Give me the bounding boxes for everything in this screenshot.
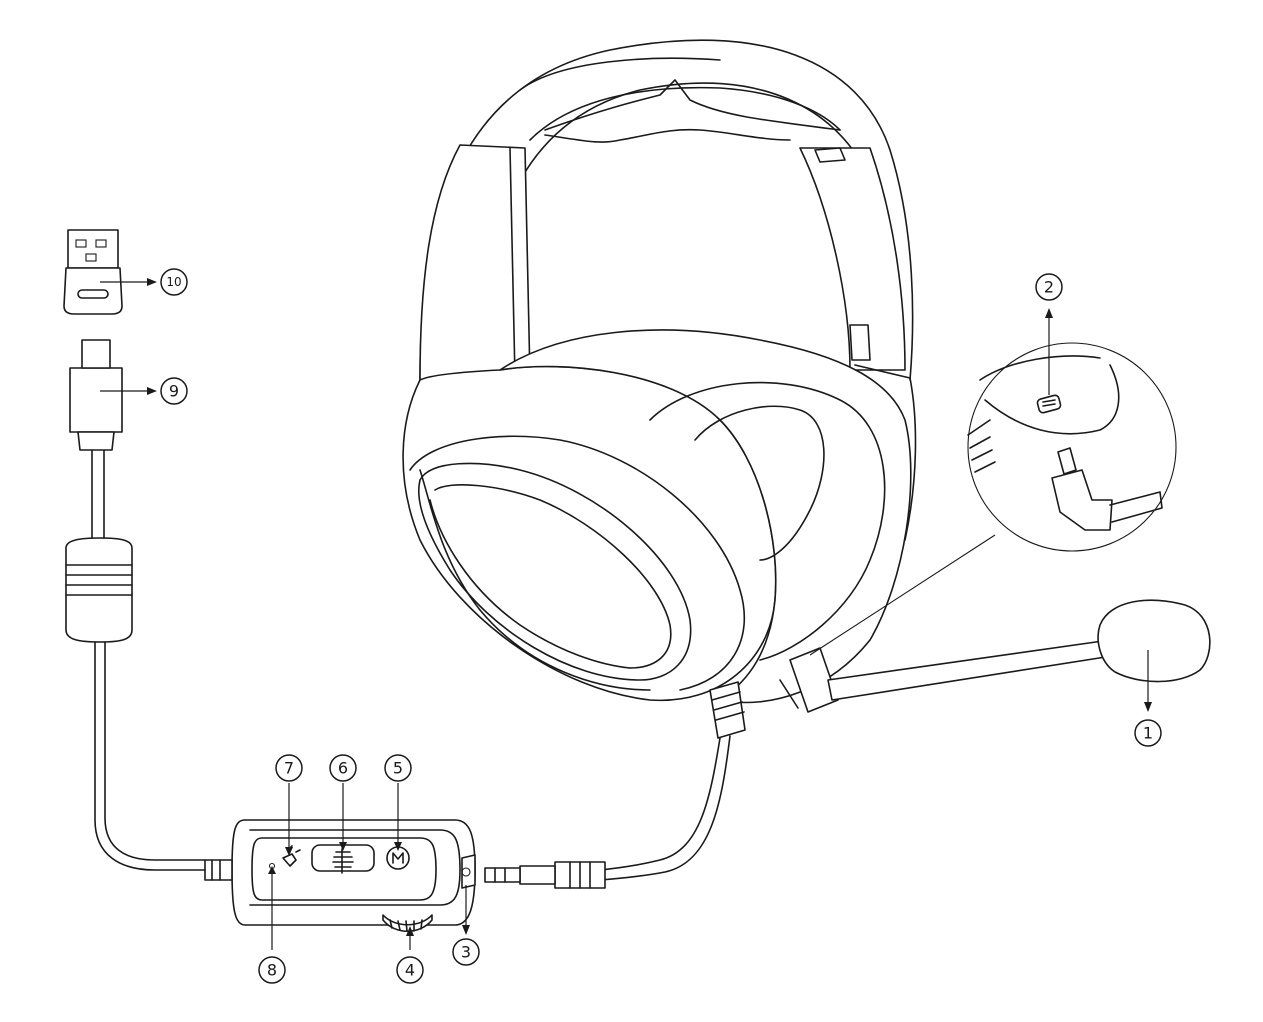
usb-cable xyxy=(65,339,206,871)
usb-adapter xyxy=(63,229,123,315)
callout-2: 2 xyxy=(1035,273,1063,301)
audio-cable xyxy=(484,681,746,889)
callout-label-4: 4 xyxy=(405,961,415,980)
callout-label-9: 9 xyxy=(169,382,179,401)
callout-label-3: 3 xyxy=(461,943,471,962)
callout-label-6: 6 xyxy=(338,759,348,778)
zoom-detail xyxy=(967,342,1177,552)
callout-label-5: 5 xyxy=(393,759,403,778)
callout-1: 1 xyxy=(1134,719,1162,747)
headband xyxy=(419,39,914,381)
callout-label-1: 1 xyxy=(1143,724,1153,743)
callout-label-2: 2 xyxy=(1044,278,1054,297)
inline-controller xyxy=(204,819,476,933)
callout-7: 7 xyxy=(275,754,303,782)
callout-3: 3 xyxy=(452,938,480,966)
callout-10: 10 xyxy=(160,268,188,296)
callout-label-7: 7 xyxy=(284,759,294,778)
callout-arrows xyxy=(100,278,1152,950)
callout-label-8: 8 xyxy=(267,961,277,980)
callout-label-10: 10 xyxy=(166,275,181,289)
callout-4: 4 xyxy=(396,956,424,984)
callout-9: 9 xyxy=(160,377,188,405)
callout-5: 5 xyxy=(384,754,412,782)
callout-6: 6 xyxy=(329,754,357,782)
mic-boom xyxy=(779,534,1211,713)
callout-8: 8 xyxy=(258,956,286,984)
